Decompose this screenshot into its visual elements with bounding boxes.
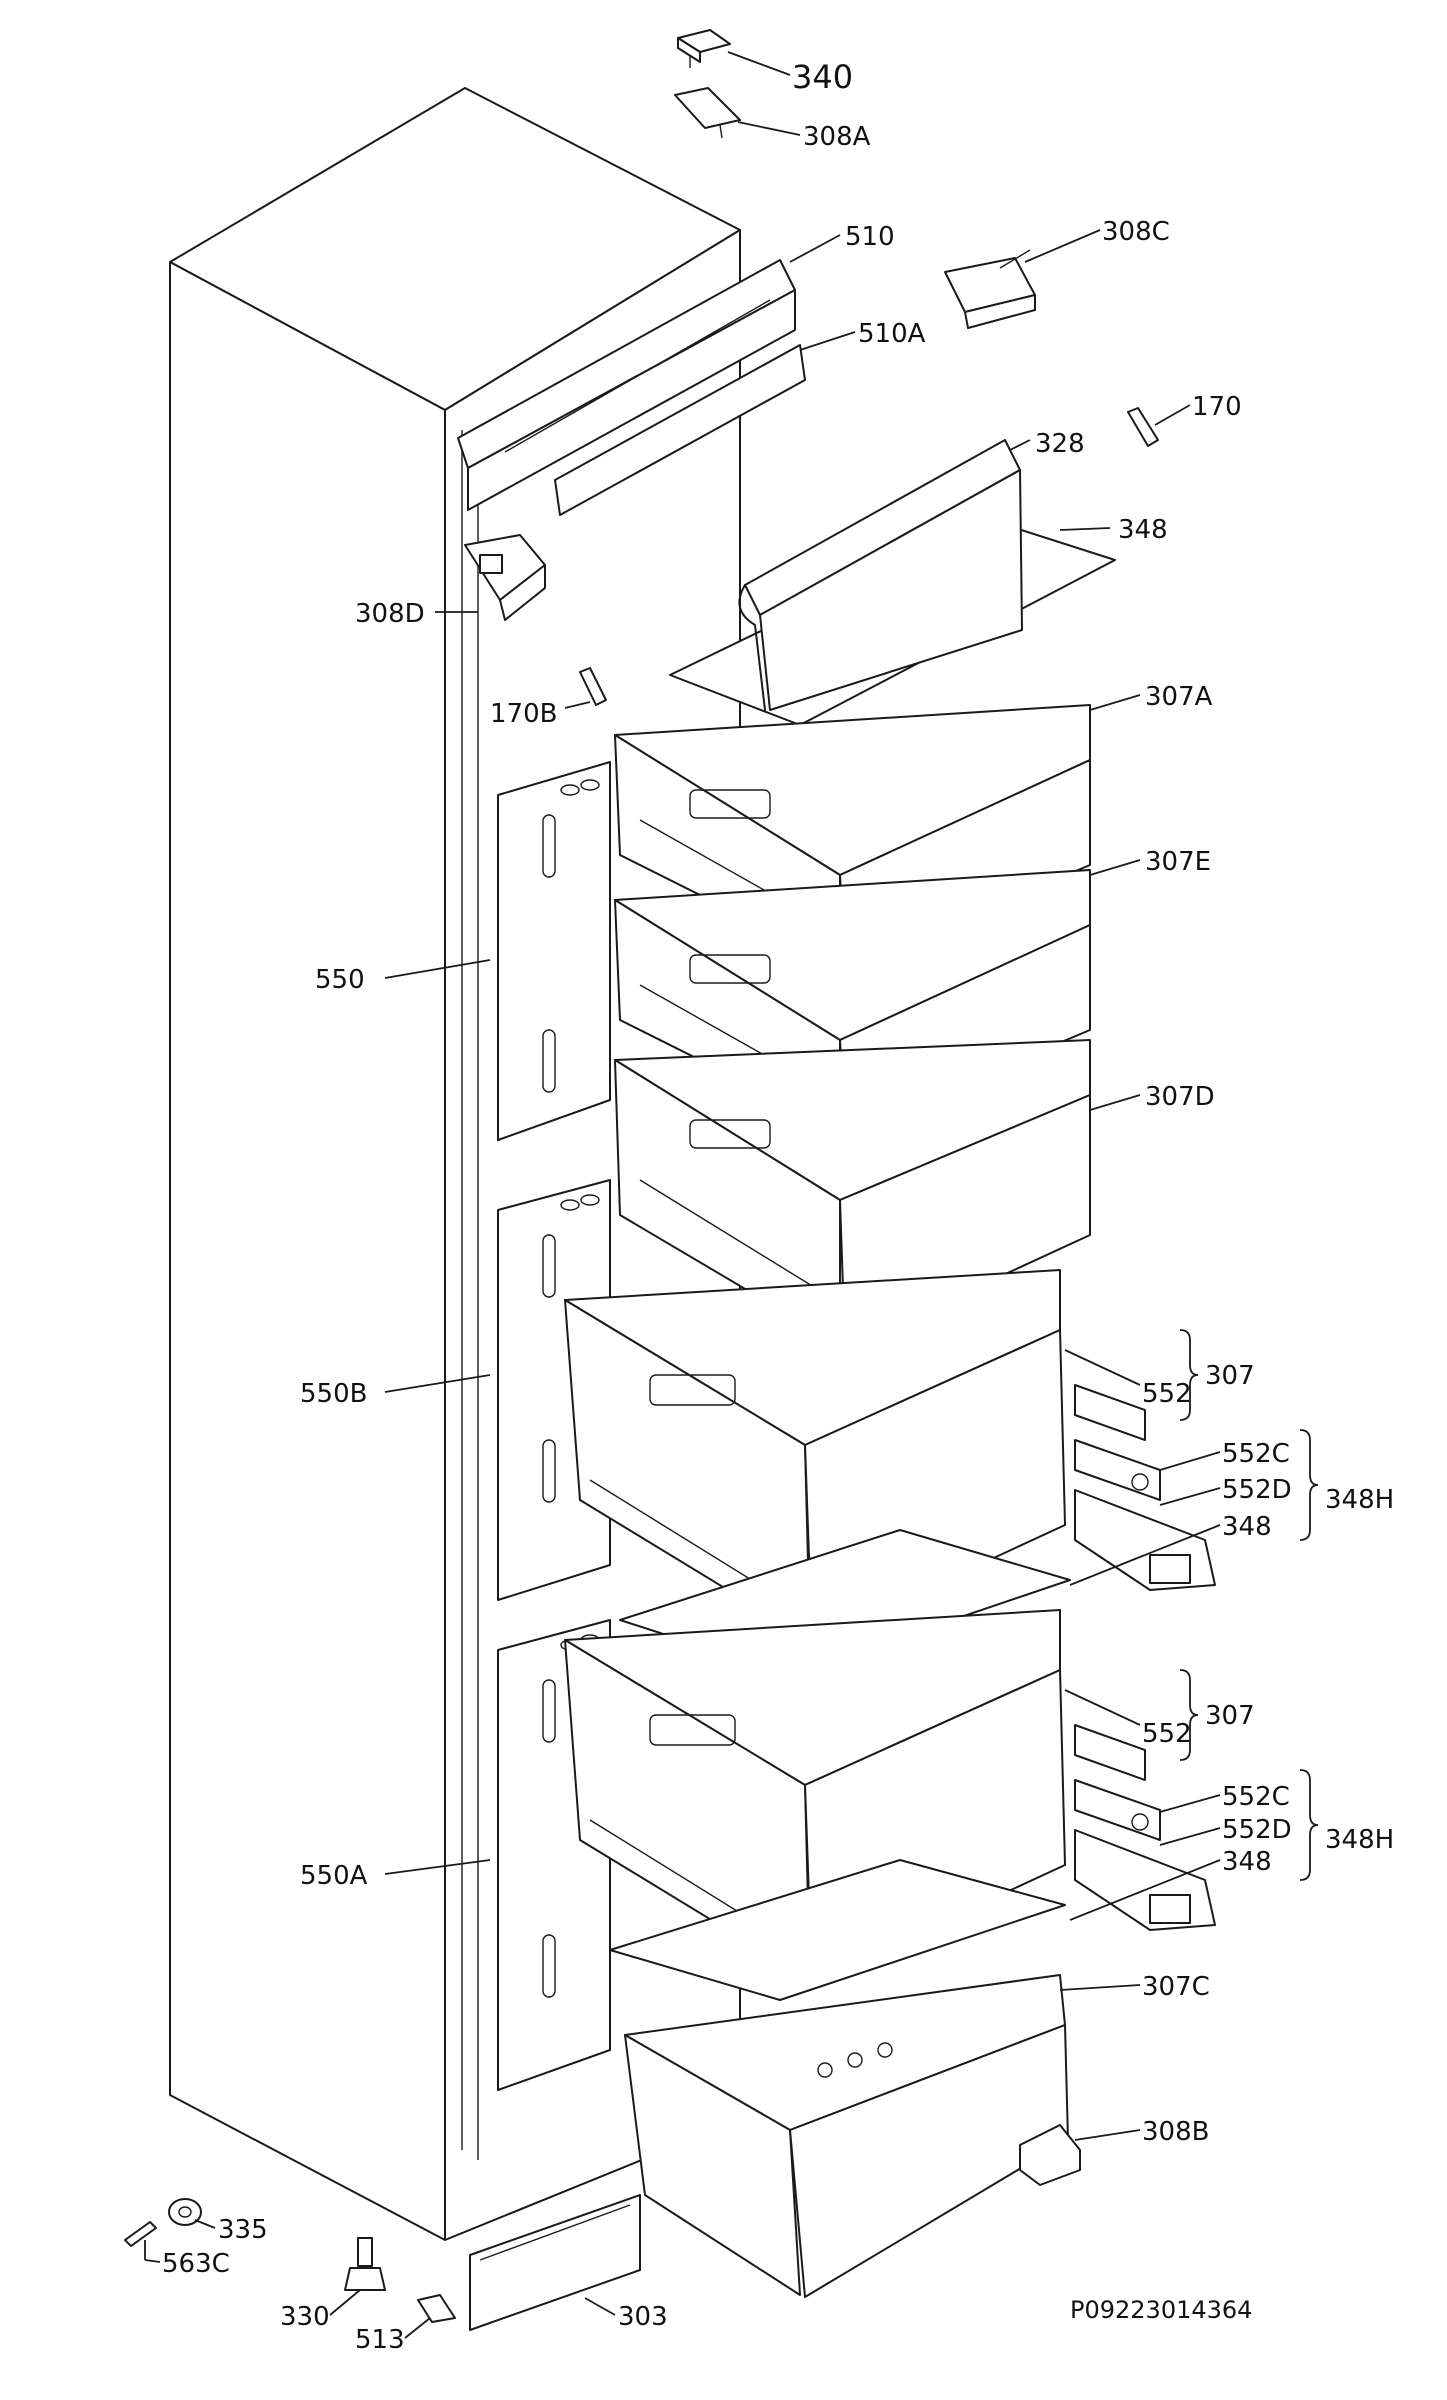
label-335: 335 — [218, 2215, 268, 2245]
label-308A: 308A — [803, 122, 871, 152]
label-308D: 308D — [355, 599, 425, 629]
label-308B: 308B — [1142, 2117, 1209, 2147]
label-552-upper: 552 — [1142, 1379, 1192, 1409]
label-308C: 308C — [1102, 217, 1170, 247]
label-550A: 550A — [300, 1861, 368, 1891]
label-328: 328 — [1035, 429, 1085, 459]
drawer-307C — [624, 1974, 1069, 2298]
drawing-code: P09223014364 — [1070, 2296, 1252, 2324]
top-panel — [457, 259, 806, 516]
leader-lines — [144, 51, 1221, 2339]
label-510A: 510A — [858, 319, 926, 349]
label-552D-upper: 552D — [1222, 1475, 1292, 1505]
label-348H-lower: 348H — [1325, 1825, 1394, 1855]
plinth-303 — [469, 2194, 641, 2331]
braces — [1179, 1329, 1319, 1881]
hinge-308A — [674, 87, 741, 139]
label-307C: 307C — [1142, 1972, 1210, 2002]
foot-330 — [344, 2237, 386, 2291]
part-labels: 340 308A 510 510A 308C 170 328 348 308D … — [162, 58, 1394, 2355]
label-513: 513 — [355, 2325, 405, 2355]
roller-335 — [168, 2198, 202, 2226]
pin-170 — [1127, 407, 1159, 447]
shelf-348-low — [609, 1859, 1066, 2001]
hinge-308C — [944, 249, 1036, 329]
pin-563C — [124, 2221, 157, 2247]
label-552C-upper: 552C — [1222, 1439, 1290, 1469]
label-552C-lower: 552C — [1222, 1782, 1290, 1812]
flap-328 — [738, 439, 1023, 711]
label-552D-lower: 552D — [1222, 1815, 1292, 1845]
hinge-340 — [677, 29, 731, 68]
clip-513 — [417, 2294, 456, 2323]
label-340: 340 — [792, 58, 853, 96]
label-307D: 307D — [1145, 1082, 1215, 1112]
label-563C: 563C — [162, 2249, 230, 2279]
label-348-mid: 348 — [1222, 1512, 1272, 1542]
label-348H-upper: 348H — [1325, 1485, 1394, 1515]
label-307E: 307E — [1145, 847, 1211, 877]
label-170B: 170B — [490, 699, 557, 729]
label-348-top: 348 — [1118, 515, 1168, 545]
label-307-lower: 307 — [1205, 1701, 1255, 1731]
label-303: 303 — [618, 2302, 668, 2332]
label-170: 170 — [1192, 392, 1242, 422]
label-307-upper: 307 — [1205, 1361, 1255, 1391]
pin-170B — [579, 667, 607, 706]
label-348-low: 348 — [1222, 1847, 1272, 1877]
label-552-lower: 552 — [1142, 1719, 1192, 1749]
label-307A: 307A — [1145, 682, 1213, 712]
label-550: 550 — [315, 965, 365, 995]
label-550B: 550B — [300, 1379, 367, 1409]
rail-set-lower — [1074, 1724, 1216, 1931]
hinge-308D — [464, 534, 546, 621]
label-330: 330 — [280, 2302, 330, 2332]
rail-set-upper — [1074, 1384, 1216, 1591]
hinge-308B — [1019, 2124, 1081, 2186]
label-510: 510 — [845, 222, 895, 252]
